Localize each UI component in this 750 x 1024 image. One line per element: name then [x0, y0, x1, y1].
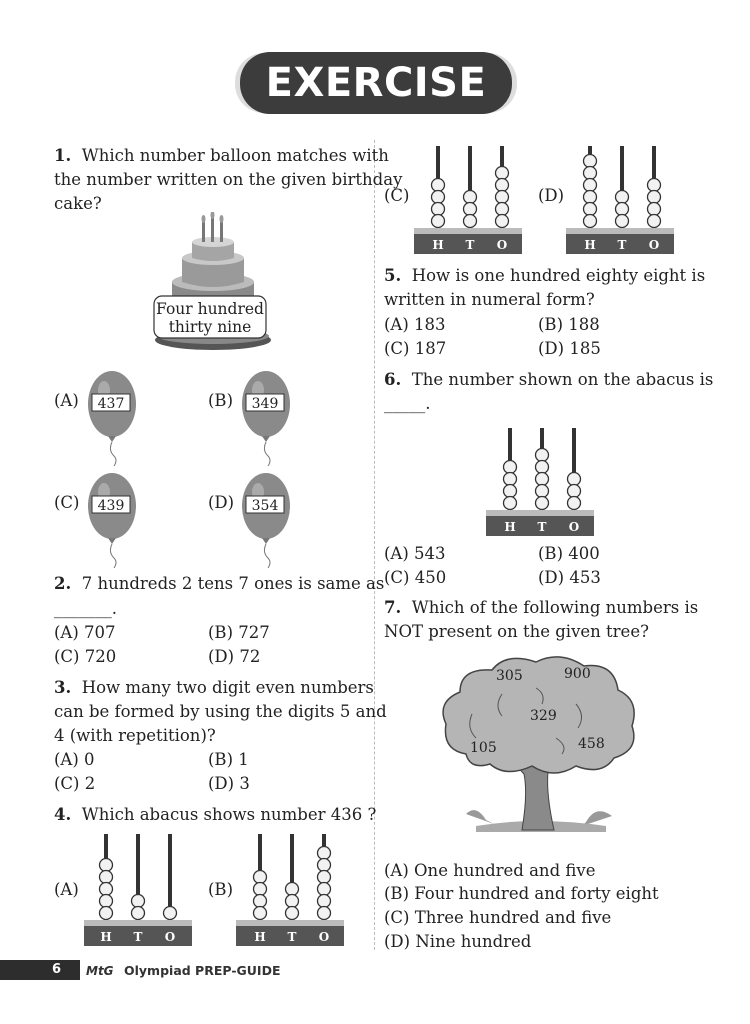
abacus-d-label-o: O [649, 238, 659, 252]
abacus-q6-label-t: T [538, 520, 547, 534]
abacus-a-label-h: H [100, 930, 111, 944]
q2-option-d[interactable]: (D) 72 [208, 647, 261, 666]
page-title: EXERCISE [265, 60, 487, 106]
balloon-a-number: 437 [98, 396, 125, 412]
q1-line-1: 1. Which number balloon matches with [54, 146, 389, 165]
q2-line-1: 2. 7 hundreds 2 tens 7 ones is same as [54, 574, 385, 593]
balloon-option-c[interactable]: 439 [86, 472, 142, 568]
q5-option-c[interactable]: (C) 187 [384, 339, 447, 358]
abacus-b-label-h: H [254, 930, 265, 944]
q3-option-c[interactable]: (C) 2 [54, 774, 96, 793]
balloon-c-number: 439 [98, 498, 125, 514]
q1-option-c-label[interactable]: (C) [54, 493, 80, 512]
abacus-option-d[interactable]: H T O [566, 142, 674, 254]
q1-option-a-label[interactable]: (A) [54, 391, 79, 410]
tree-number-2: 900 [564, 666, 591, 682]
page-number: 6 [52, 962, 62, 977]
q4-option-b-label[interactable]: (B) [208, 880, 233, 899]
q7-option-b[interactable]: (B) Four hundred and forty eight [384, 884, 659, 903]
q7-option-d[interactable]: (D) Nine hundred [384, 932, 532, 951]
q6-line-2: _____. [384, 394, 431, 413]
q2-line-2: _______. [54, 599, 117, 618]
q5-line-1: 5. How is one hundred eighty eight is [384, 266, 706, 285]
balloon-b-number: 349 [252, 396, 279, 412]
q7-option-a[interactable]: (A) One hundred and five [384, 861, 596, 880]
tree-number-1: 305 [496, 668, 523, 684]
q7-line-2: NOT present on the given tree? [384, 622, 649, 641]
q1-line-3: cake? [54, 194, 102, 213]
abacus-c-label-o: O [497, 238, 507, 252]
abacus-q6-label-h: H [504, 520, 515, 534]
abacus-q6-label-o: O [569, 520, 579, 534]
q6-line-1: 6. The number shown on the abacus is [384, 370, 714, 389]
balloon-option-b[interactable]: 349 [240, 370, 296, 466]
q3-option-b[interactable]: (B) 1 [208, 750, 249, 769]
balloon-option-a[interactable]: 437 [86, 370, 142, 466]
q6-option-a[interactable]: (A) 543 [384, 544, 446, 563]
q5-line-2: written in numeral form? [384, 290, 595, 309]
cake-text-line-1: Four hundred [156, 300, 264, 318]
q5-option-d[interactable]: (D) 185 [538, 339, 601, 358]
abacus-d-label-t: T [618, 238, 627, 252]
balloon-d-number: 354 [252, 498, 279, 514]
birthday-cake-image: Four hundred thirty nine [153, 212, 271, 350]
q1-option-b-label[interactable]: (B) [208, 391, 233, 410]
balloon-option-d[interactable]: 354 [240, 472, 296, 568]
q7-option-c[interactable]: (C) Three hundred and five [384, 908, 612, 927]
column-divider [374, 140, 375, 950]
q6-option-d[interactable]: (D) 453 [538, 568, 601, 587]
q2-option-b[interactable]: (B) 727 [208, 623, 270, 642]
abacus-option-b[interactable]: H T O [236, 834, 344, 946]
q7-line-1: 7. Which of the following numbers is [384, 598, 699, 617]
q6-option-c[interactable]: (C) 450 [384, 568, 447, 587]
q3-line-3: 4 (with repetition)? [54, 726, 216, 745]
q4-option-c-label[interactable]: (C) [384, 186, 410, 205]
abacus-option-a[interactable]: H T O [84, 834, 192, 946]
q3-option-a[interactable]: (A) 0 [54, 750, 95, 769]
q4-option-d-label[interactable]: (D) [538, 186, 565, 205]
q5-option-b[interactable]: (B) 188 [538, 315, 600, 334]
abacus-c-label-t: T [466, 238, 475, 252]
abacus-b-label-t: T [288, 930, 297, 944]
q1-option-d-label[interactable]: (D) [208, 493, 235, 512]
tree-image: 305 900 329 105 458 [442, 656, 635, 832]
q6-option-b[interactable]: (B) 400 [538, 544, 600, 563]
footer-bar [0, 960, 80, 980]
tree-number-3: 329 [530, 708, 557, 724]
q3-line-1: 3. How many two digit even numbers [54, 678, 374, 697]
q3-line-2: can be formed by using the digits 5 and [54, 702, 387, 721]
footer-title: Olympiad PREP-GUIDE [124, 963, 281, 978]
tree-number-5: 458 [578, 736, 605, 752]
q2-option-a[interactable]: (A) 707 [54, 623, 116, 642]
abacus-a-label-t: T [134, 930, 143, 944]
abacus-b-label-o: O [319, 930, 329, 944]
q4-line-1: 4. Which abacus shows number 436 ? [54, 805, 377, 824]
abacus-a-label-o: O [165, 930, 175, 944]
q1-line-2: the number written on the given birthday [54, 170, 403, 189]
cake-text-line-2: thirty nine [169, 318, 252, 336]
q5-option-a[interactable]: (A) 183 [384, 315, 446, 334]
q4-option-a-label[interactable]: (A) [54, 880, 79, 899]
exercise-banner: EXERCISE [240, 52, 512, 114]
abacus-q6: H T O [486, 428, 594, 536]
abacus-d-label-h: H [584, 238, 595, 252]
abacus-c-label-h: H [432, 238, 443, 252]
q2-option-c[interactable]: (C) 720 [54, 647, 117, 666]
q3-option-d[interactable]: (D) 3 [208, 774, 250, 793]
tree-number-4: 105 [470, 740, 497, 756]
mtg-logo: MtG [86, 964, 114, 978]
abacus-option-c[interactable]: H T O [414, 142, 522, 254]
